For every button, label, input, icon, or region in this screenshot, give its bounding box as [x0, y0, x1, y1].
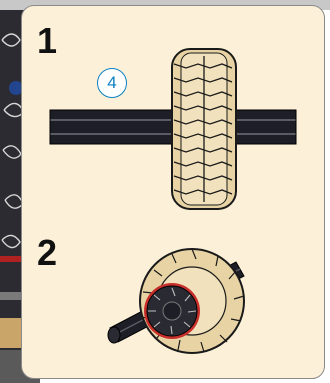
instruction-panel: 1 4 2 [21, 5, 325, 379]
quantity-badge: 4 [97, 68, 127, 98]
step-illustrations [22, 6, 325, 379]
differential-assembly [108, 249, 244, 353]
step-number-2: 2 [37, 235, 57, 271]
step-number-1: 1 [37, 23, 57, 59]
differential-inner-gear [144, 283, 200, 339]
tire-tan [172, 49, 236, 209]
